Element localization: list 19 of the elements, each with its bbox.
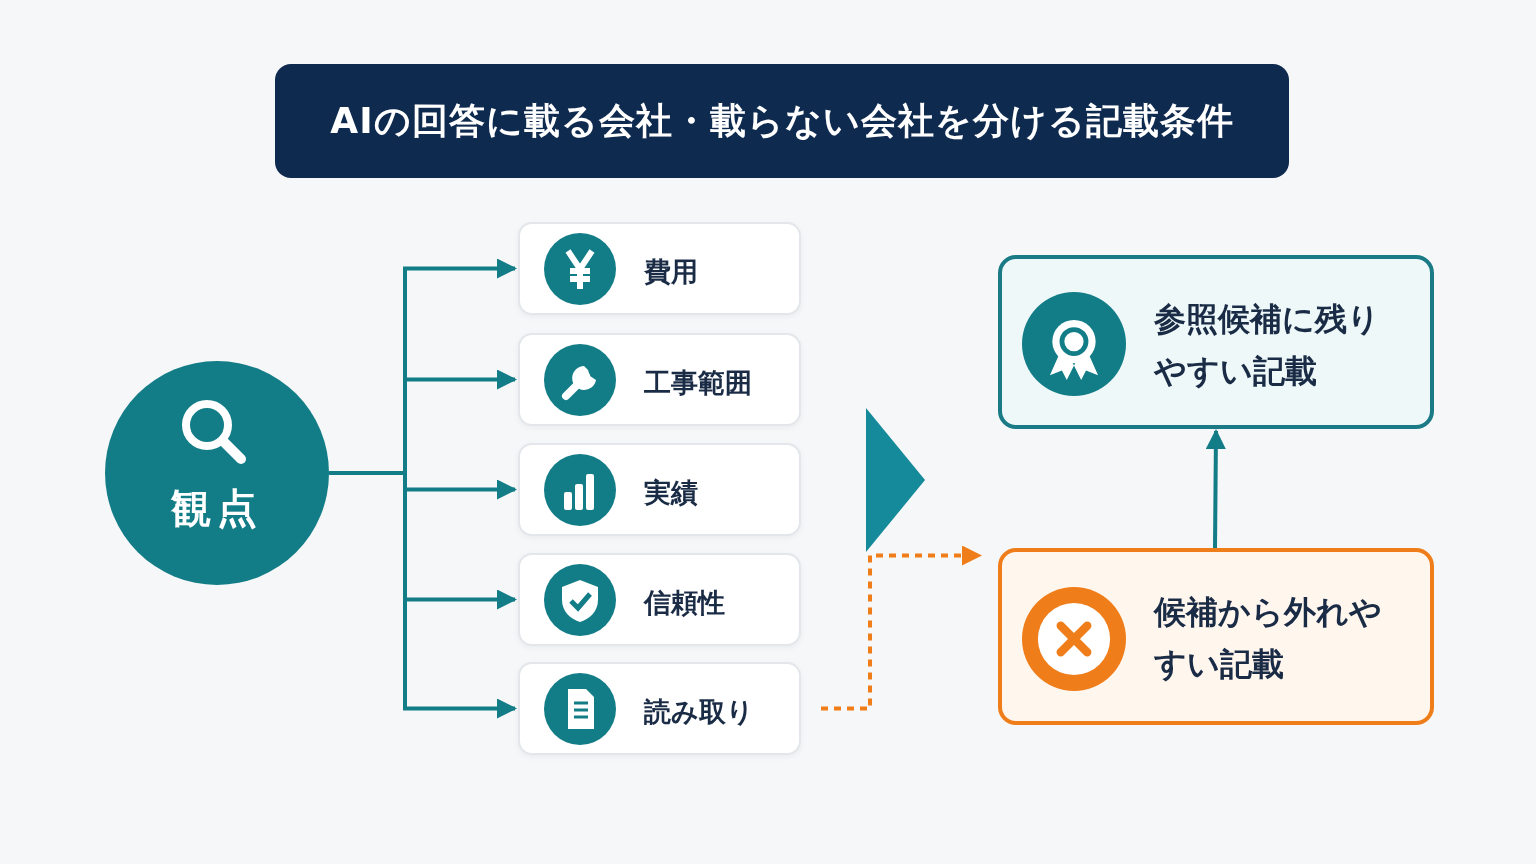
result-box xyxy=(998,255,1434,429)
item-card xyxy=(518,443,801,536)
item-label: 参照候補に残りやすい記載 xyxy=(1154,299,1381,392)
item-label: 費用 xyxy=(644,255,698,289)
arrow xyxy=(329,471,517,719)
item-label: 候補から外れやすい記載 xyxy=(1154,592,1383,685)
topic-label: 観点 xyxy=(170,484,264,533)
title-banner: AIの回答に載る会社・載らない会社を分ける記載条件 xyxy=(275,64,1289,178)
item-label: 工事範囲 xyxy=(644,366,752,400)
item-card xyxy=(518,333,801,426)
result-box xyxy=(998,548,1434,725)
item-label: 読み取り xyxy=(644,695,754,729)
item-label: 信頼性 xyxy=(644,586,725,620)
item-card xyxy=(518,662,801,755)
arrow xyxy=(1205,429,1226,549)
dashed-arrow xyxy=(821,545,982,711)
item-card xyxy=(518,553,801,646)
item-card xyxy=(518,222,801,315)
item-label: 実績 xyxy=(644,476,698,510)
